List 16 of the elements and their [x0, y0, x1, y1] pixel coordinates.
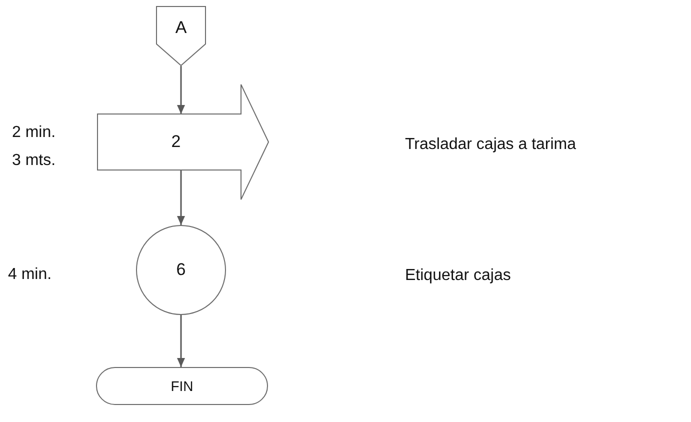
node-label: A: [175, 17, 187, 40]
step-note: Etiquetar cajas: [405, 266, 511, 286]
step-note: 2 min.: [12, 123, 56, 143]
arrow: [177, 66, 185, 114]
step-note: 4 min.: [8, 265, 52, 285]
node-label: 6: [176, 259, 186, 282]
arrow: [177, 170, 185, 225]
terminal-shape: [96, 367, 268, 405]
node-label: 2: [171, 131, 181, 154]
off-page-connector: [156, 6, 206, 66]
node-label: FIN: [170, 376, 194, 396]
step-note: 3 mts.: [12, 151, 56, 171]
arrow: [177, 315, 185, 367]
operation-circle: [136, 225, 226, 315]
transport-symbol: [97, 84, 269, 200]
step-note: Trasladar cajas a tarima: [405, 135, 576, 155]
